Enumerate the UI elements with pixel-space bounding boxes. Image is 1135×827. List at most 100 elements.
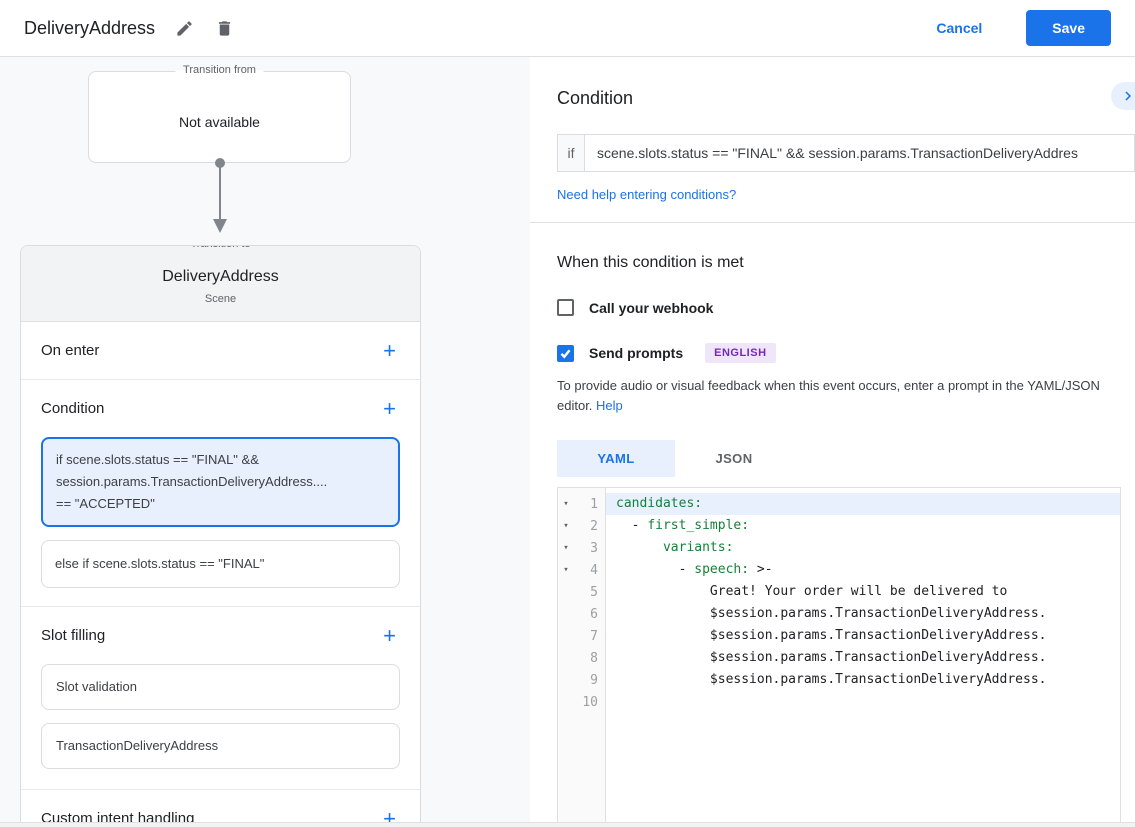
editor-code-area[interactable]: candidates: - first_simple: variants: - … (606, 488, 1120, 822)
line-number: 4 (590, 562, 598, 578)
line-number: 2 (590, 518, 598, 534)
yaml-key-token: speech: (694, 562, 750, 578)
code-line[interactable]: $session.params.TransactionDeliveryAddre… (606, 647, 1120, 669)
condition-card-else[interactable]: else if scene.slots.status == "FINAL" (41, 540, 400, 588)
code-line[interactable]: - first_simple: (606, 515, 1120, 537)
send-prompts-row: Send prompts ENGLISH (557, 343, 1135, 363)
slot-filling-label: Slot filling (41, 627, 106, 644)
yaml-text-token: Great! Your order will be delivered to (616, 584, 1008, 600)
yaml-text-token: >- (749, 562, 773, 578)
condition-line: session.params.TransactionDeliveryAddres… (56, 474, 328, 489)
editor-gutter-line: 9 (558, 669, 605, 691)
yaml-key-token: candidates: (616, 496, 703, 512)
condition-expression-input[interactable] (585, 134, 1135, 172)
tab-json[interactable]: JSON (715, 451, 753, 467)
code-line[interactable]: $session.params.TransactionDeliveryAddre… (606, 625, 1120, 647)
slot-transaction-delivery-address-item[interactable]: TransactionDeliveryAddress (41, 723, 400, 769)
scene-name: DeliveryAddress (162, 268, 279, 285)
section-on-enter: On enter + (21, 322, 420, 380)
condition-expression-row: if (557, 134, 1135, 172)
code-line[interactable]: candidates: (606, 493, 1120, 516)
line-number: 8 (590, 650, 598, 666)
delete-icon[interactable] (213, 17, 235, 39)
editor-gutter-line: 10 (558, 691, 605, 713)
editor-gutter-line: 8 (558, 647, 605, 669)
edit-icon[interactable] (173, 17, 195, 39)
line-number: 9 (590, 672, 598, 688)
transition-from-label: Transition from (175, 64, 264, 76)
condition-help-link[interactable]: Need help entering conditions? (557, 187, 737, 202)
code-line[interactable]: variants: (606, 537, 1120, 559)
yaml-text-token: - (616, 518, 648, 534)
condition-line: else if scene.slots.status == "FINAL" (55, 556, 265, 571)
scene-card-header[interactable]: DeliveryAddress Scene (21, 246, 420, 322)
panel-divider (530, 222, 1135, 223)
editor-gutter-line: 6 (558, 603, 605, 625)
section-condition: Condition + if scene.slots.status == "FI… (21, 380, 420, 607)
editor-gutter-line: ▾1 (558, 493, 605, 515)
cancel-button[interactable]: Cancel (936, 20, 983, 36)
condition-line: == "ACCEPTED" (56, 496, 155, 511)
fold-arrow-icon[interactable]: ▾ (563, 565, 569, 576)
editor-gutter-line: 7 (558, 625, 605, 647)
custom-intent-label: Custom intent handling (41, 810, 195, 822)
call-webhook-checkbox[interactable] (557, 299, 574, 316)
save-button[interactable]: Save (1026, 10, 1111, 46)
line-number: 5 (590, 584, 598, 600)
fold-arrow-icon[interactable]: ▾ (563, 521, 569, 532)
app-header: DeliveryAddress Cancel Save (0, 0, 1135, 57)
section-slot-filling: Slot filling + Slot validation Transacti… (21, 607, 420, 790)
webhook-row: Call your webhook (557, 299, 1135, 316)
yaml-text-token: $session.params.TransactionDeliveryAddre… (616, 606, 1047, 622)
send-prompts-checkbox[interactable] (557, 344, 574, 362)
transition-arrow (213, 158, 227, 233)
slot-validation-item[interactable]: Slot validation (41, 664, 400, 710)
transition-from-value: Not available (179, 114, 260, 130)
code-line[interactable]: $session.params.TransactionDeliveryAddre… (606, 669, 1120, 691)
scene-flow-pane: Transition from Not available Transition… (0, 57, 530, 822)
help-link[interactable]: Help (596, 398, 623, 414)
code-line[interactable] (606, 691, 1120, 713)
page-bottom-strip (0, 822, 1135, 827)
line-number: 6 (590, 606, 598, 622)
yaml-text-token: $session.params.TransactionDeliveryAddre… (616, 628, 1047, 644)
editor-gutter-line: ▾3 (558, 537, 605, 559)
language-badge: ENGLISH (705, 343, 776, 363)
tab-yaml[interactable]: YAML (557, 440, 675, 478)
add-slot-button[interactable]: + (383, 622, 396, 648)
collapse-panel-button[interactable] (1111, 82, 1135, 110)
section-custom-intent: Custom intent handling + (21, 790, 420, 822)
code-line[interactable]: $session.params.TransactionDeliveryAddre… (606, 603, 1120, 625)
fold-arrow-icon[interactable]: ▾ (563, 543, 569, 554)
scene-type: Scene (204, 293, 237, 305)
yaml-text-token: - (616, 562, 695, 578)
transition-to-label: Transition to (182, 246, 259, 250)
editor-tabs: YAML JSON (557, 440, 1135, 478)
condition-editor-pane: Condition if Need help entering conditio… (530, 57, 1135, 822)
on-enter-label: On enter (41, 342, 100, 359)
yaml-text-token (616, 540, 663, 555)
editor-gutter-line: 5 (558, 581, 605, 603)
add-custom-intent-button[interactable]: + (383, 805, 396, 822)
prompt-description-text: To provide audio or visual feedback when… (557, 378, 1100, 414)
code-line[interactable]: Great! Your order will be delivered to (606, 581, 1120, 603)
condition-card-selected[interactable]: if scene.slots.status == "FINAL" && sess… (41, 437, 400, 527)
condition-label: Condition (41, 400, 105, 417)
check-icon (560, 348, 571, 359)
when-condition-title: When this condition is met (557, 254, 744, 271)
yaml-text-token: $session.params.TransactionDeliveryAddre… (616, 650, 1047, 666)
line-number: 10 (582, 694, 598, 710)
condition-line: if scene.slots.status == "FINAL" && (56, 452, 259, 467)
if-prefix-label: if (557, 134, 585, 172)
yaml-text-token: $session.params.TransactionDeliveryAddre… (616, 672, 1047, 688)
code-line[interactable]: - speech: >- (606, 559, 1120, 581)
editor-gutter-line: ▾2 (558, 515, 605, 537)
add-on-enter-button[interactable]: + (383, 337, 396, 363)
fold-arrow-icon[interactable]: ▾ (563, 499, 569, 510)
add-condition-button[interactable]: + (383, 395, 396, 421)
chevron-right-icon (1125, 91, 1131, 101)
line-number: 7 (590, 628, 598, 644)
main-content: Transition from Not available Transition… (0, 57, 1135, 822)
